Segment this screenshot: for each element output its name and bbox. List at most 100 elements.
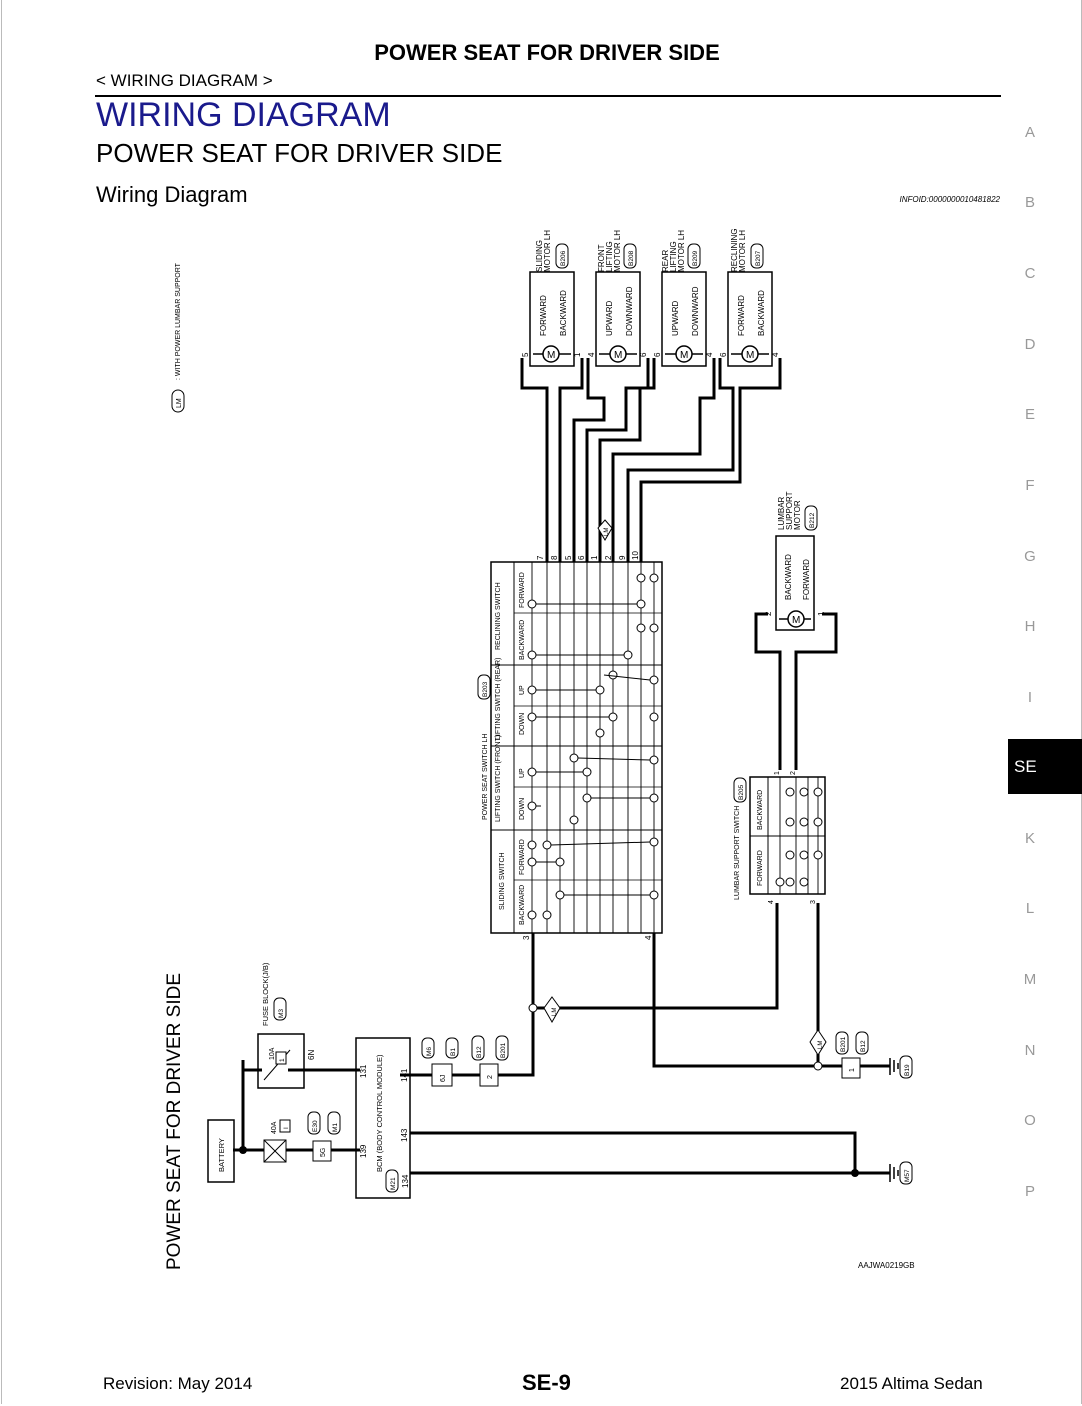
switch-position-label: BACKWARD	[519, 620, 526, 660]
switch-position-label: UP	[519, 768, 526, 778]
pin-label: 7	[536, 555, 545, 560]
connector-label: M6	[426, 1047, 433, 1056]
motor-sliding: SLIDING MOTOR LH B206 FORWARD BACKWARD M…	[521, 230, 582, 367]
legend-text: : WITH POWER LUMBAR SUPPORT	[175, 262, 182, 380]
pin-label: 143	[400, 1128, 409, 1142]
breadcrumb: < WIRING DIAGRAM >	[96, 71, 273, 90]
motor-label: MOTOR LH	[677, 230, 686, 272]
switch-group-label: LIFTING SWITCH (REAR)	[495, 658, 502, 740]
pin-label: 4	[771, 352, 780, 357]
ground-label: M57	[904, 1169, 911, 1182]
index-letter-d[interactable]: D	[1024, 336, 1036, 353]
index-letter-a[interactable]: A	[1024, 124, 1035, 141]
splice-circles	[528, 1003, 823, 1071]
connector-label: B207	[755, 250, 762, 266]
index-letter-p[interactable]: P	[1024, 1183, 1035, 1200]
junction-dots	[239, 1146, 859, 1177]
svg-text:M: M	[547, 350, 555, 361]
pin-label: 131	[359, 1064, 368, 1078]
connector-label: B212	[809, 512, 816, 528]
svg-text:M: M	[792, 615, 800, 626]
direction-label: BACKWARD	[559, 290, 568, 336]
motor-label: LUMBAR	[777, 496, 786, 530]
motor-label: FRONT	[597, 244, 606, 272]
connector-label: M1	[332, 1123, 339, 1132]
connector-label: B201	[840, 1036, 847, 1052]
pin-label: 6	[653, 352, 662, 357]
switch-position-label: FORWARD	[757, 850, 764, 886]
lm-tag-motors: LM	[597, 519, 613, 541]
index-letter-b[interactable]: B	[1024, 194, 1035, 211]
index-letter-n[interactable]: N	[1024, 1042, 1036, 1059]
pin-label: 4	[768, 900, 775, 904]
pin-label: 6	[639, 352, 648, 357]
direction-label: FORWARD	[802, 559, 811, 600]
motor-label: MOTOR LH	[613, 230, 622, 272]
pin-label: 6N	[307, 1050, 316, 1060]
header-rule	[95, 95, 1001, 97]
fuse-block: FUSE BLOCK(J/B) M3 10A 1 6N	[257, 962, 316, 1089]
motor-label: MOTOR	[793, 500, 802, 530]
motor-label: LIFTING	[605, 241, 614, 272]
index-letter-h[interactable]: H	[1024, 618, 1036, 635]
index-letter-m[interactable]: M	[1023, 971, 1037, 988]
mid-connectors: 6J 2 M6 B1 B12 B201	[421, 1035, 509, 1087]
motor-label: MOTOR LH	[738, 230, 747, 272]
main-harness	[233, 903, 890, 1175]
fuse-amp-label: 40A	[271, 1121, 278, 1134]
ground-label: B19	[904, 1064, 911, 1076]
motor-reclining: RECLINING MOTOR LH B207 FORWARD BACKWARD…	[719, 228, 780, 367]
motor-label: RECLINING	[730, 228, 739, 272]
index-letter-o[interactable]: O	[1024, 1112, 1036, 1129]
index-letter-se-active[interactable]: SE	[1008, 739, 1082, 794]
bcm-module: BCM (BODY CONTROL MODULE) M21 131 139 13…	[355, 1037, 411, 1199]
pin-label: 6J	[440, 1075, 447, 1082]
index-letter-i[interactable]: I	[1027, 689, 1033, 706]
pin-label: 1	[573, 352, 582, 357]
pin-label: 1	[590, 555, 599, 560]
switch-position-label: BACKWARD	[757, 790, 764, 830]
pin-label: 1	[817, 611, 826, 616]
index-letter-c[interactable]: C	[1024, 265, 1036, 282]
pin-label: 6	[719, 352, 728, 357]
direction-label: FORWARD	[737, 295, 746, 336]
direction-label: UPWARD	[605, 301, 614, 336]
pin-label: 3	[522, 935, 531, 940]
main-heading: WIRING DIAGRAM	[96, 96, 391, 134]
motor-front-lifting: FRONT LIFTING MOTOR LH B208 UPWARD DOWNW…	[587, 230, 648, 367]
switch-group-label: LIFTING SWITCH (FRONT)	[495, 735, 502, 822]
info-id: INFOID:0000000010481822	[899, 195, 1000, 204]
motor-rear-lifting: REAR LIFTING MOTOR LH B209 UPWARD DOWNWA…	[653, 230, 714, 367]
pin-label: 5G	[320, 1148, 327, 1157]
motor-label: SLIDING	[535, 240, 544, 272]
ground-m57: M57	[889, 1161, 913, 1185]
connector-label: E30	[312, 1120, 319, 1132]
page-header-title: POWER SEAT FOR DRIVER SIDE	[374, 40, 720, 65]
pin-label: 9	[618, 555, 627, 560]
switch-name-label: POWER SEAT SWITCH LH	[482, 734, 489, 820]
index-letter-g[interactable]: G	[1024, 548, 1036, 565]
footer-page-number: SE-9	[522, 1370, 571, 1395]
direction-label: FORWARD	[539, 295, 548, 336]
lm-tag: LM	[552, 1008, 558, 1016]
pin-label: 139	[359, 1144, 368, 1158]
index-letter-k[interactable]: K	[1024, 830, 1035, 847]
connector-label: B201	[500, 1042, 507, 1058]
index-letter-l[interactable]: L	[1025, 900, 1035, 917]
footer-model: 2015 Altima Sedan	[840, 1374, 983, 1393]
battery-label: BATTERY	[217, 1138, 226, 1172]
motor-label: SUPPORT	[785, 491, 794, 530]
index-letter-e[interactable]: E	[1024, 406, 1035, 423]
pin-label: 4	[705, 352, 714, 357]
switch-position-label: DOWN	[519, 798, 526, 820]
pin-label: 1	[849, 1068, 856, 1072]
direction-label: UPWARD	[671, 301, 680, 336]
switch-group-label: SLIDING SWITCH	[499, 852, 506, 910]
index-letter-f[interactable]: F	[1025, 477, 1035, 494]
connector-label: B208	[628, 250, 635, 266]
figure-code: AAJWA0219GB	[858, 1261, 915, 1270]
svg-text:M: M	[680, 350, 688, 361]
connector-label: B12	[476, 1046, 483, 1058]
pin-label: 2	[487, 1075, 494, 1079]
sub-heading: Wiring Diagram	[96, 182, 248, 207]
